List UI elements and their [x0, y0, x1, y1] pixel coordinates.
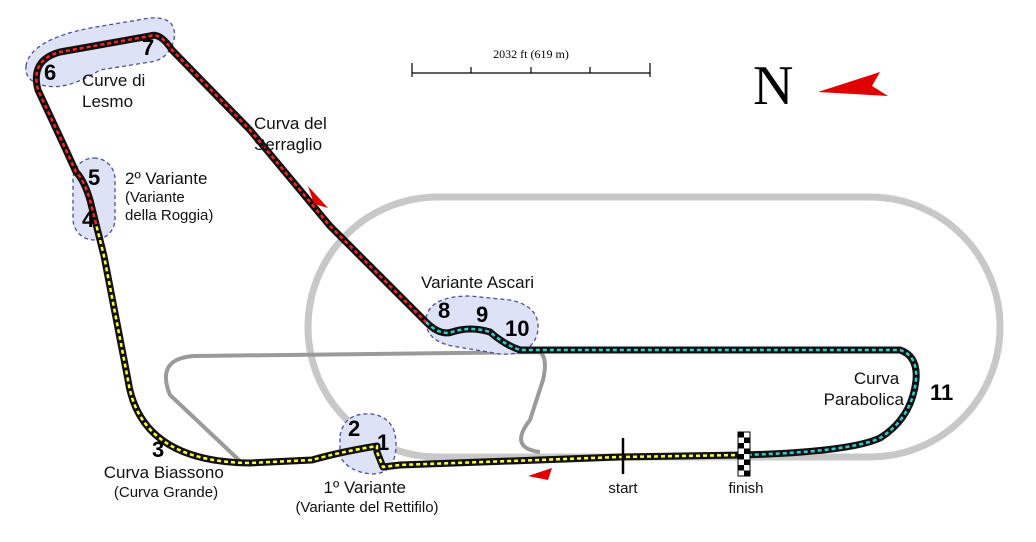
- track-sector1-dash: [94, 223, 743, 469]
- track-sector3-base: [423, 319, 920, 459]
- corner-number-11: 11: [930, 380, 953, 405]
- label-start: start: [608, 480, 638, 497]
- north-arrow: [818, 72, 888, 96]
- corner-number-7: 7: [142, 35, 154, 60]
- zone-ascari: [425, 295, 539, 355]
- old-oval-track: [304, 193, 1004, 461]
- north-label: N: [753, 55, 793, 117]
- label-curva-parabolica: Curva Parabolica: [824, 369, 905, 409]
- direction-arrow-serraglio: [308, 186, 328, 208]
- scale-bar: 2032 ft (619 m): [411, 47, 651, 77]
- label-variante-della-roggia: 2º Variante (Variante della Roggia): [125, 169, 213, 224]
- label-curva-biassono: Curva Biassono (Curva Grande): [104, 463, 228, 501]
- label-curve-di-lesmo: Curve di Lesmo: [82, 71, 150, 111]
- corner-number-8: 8: [438, 298, 450, 323]
- label-variante-ascari: Variante Ascari: [421, 273, 534, 292]
- finish-flag: [737, 431, 751, 477]
- corner-number-2: 2: [348, 416, 360, 441]
- label-curva-del-serraglio: Curva del Serraglio: [254, 114, 332, 154]
- corner-number-9: 9: [476, 302, 488, 327]
- corner-number-10: 10: [505, 316, 529, 341]
- corner-number-5: 5: [88, 165, 100, 190]
- corner-number-3: 3: [152, 437, 164, 462]
- label-variante-del-rettifilo: 1º Variante (Variante del Rettifilo): [295, 478, 438, 516]
- corner-number-1: 1: [377, 430, 389, 455]
- track-sector3-dash: [425, 321, 918, 457]
- corner-numbers: 1 2 3 4 5 6 7 8 9 10 11: [44, 35, 953, 462]
- scale-label: 2032 ft (619 m): [493, 47, 569, 61]
- track-sector1-base: [92, 223, 743, 471]
- corner-number-6: 6: [44, 60, 56, 85]
- corner-labels: Curve di Lesmo Curva del Serraglio 2º Va…: [82, 71, 905, 516]
- track-sector2-dash: [35, 34, 427, 323]
- corner-number-4: 4: [82, 207, 95, 232]
- label-finish: finish: [728, 480, 763, 497]
- old-road-link: [164, 349, 547, 464]
- direction-arrow-main-straight: [528, 468, 552, 480]
